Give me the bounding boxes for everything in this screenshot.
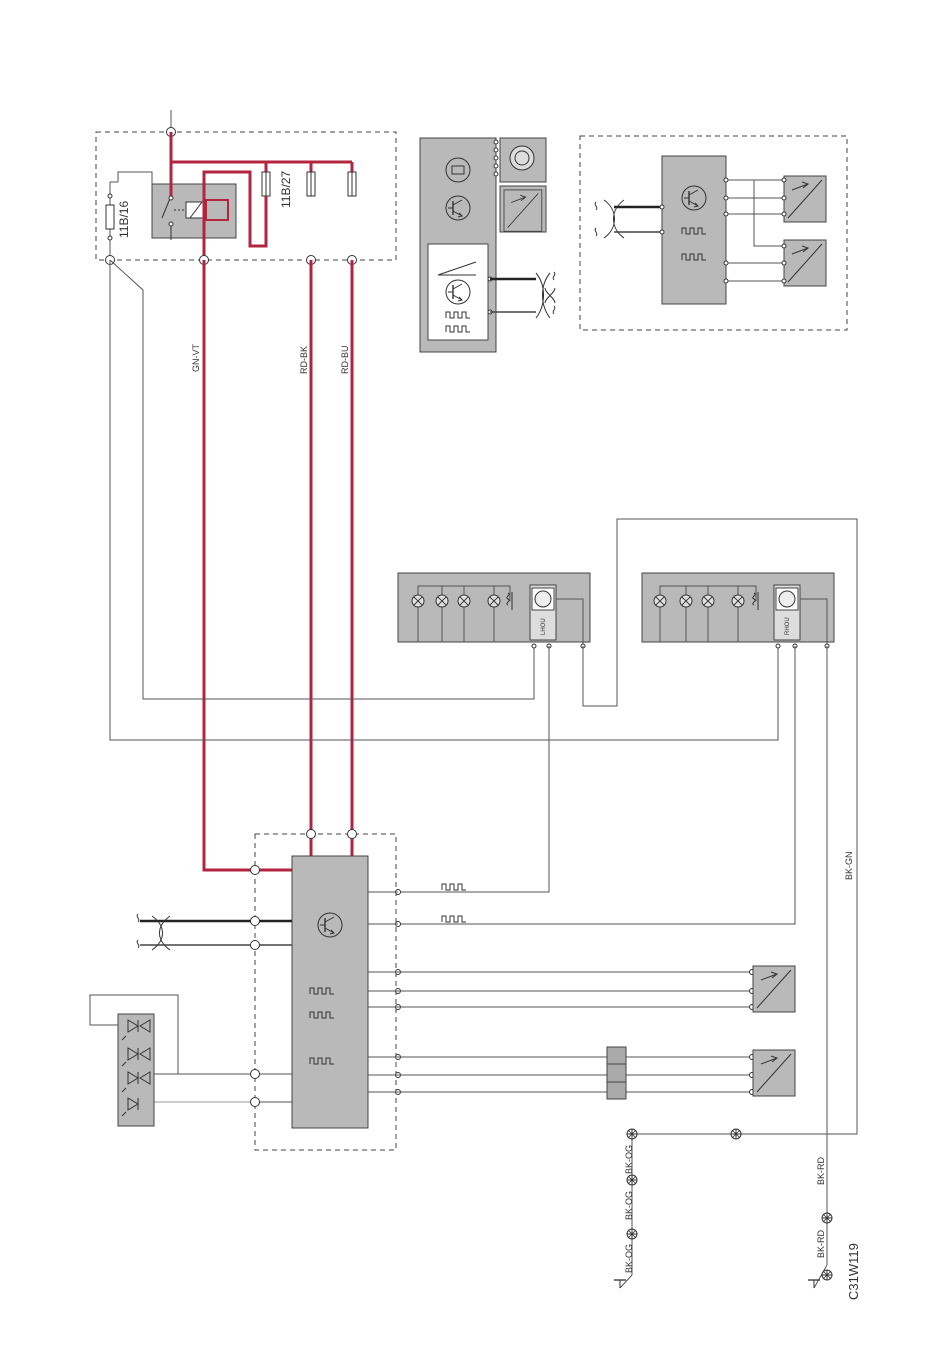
fuse-rd-bk [307,172,315,196]
wire-label-rd-bk: RD-BK [299,346,309,374]
wire-label-rd-bu: RD-BU [340,346,350,375]
wire-label-bk-og-2: BK-OG [624,1191,634,1220]
diagram-code: C31W119 [846,1243,861,1300]
top-right-module-group [580,136,847,330]
fuse-relay-box: 11B/16 11B/27 [96,110,396,265]
wire-label-gn-vt: GN-VT [191,344,201,373]
lamp-tag-lhou: LHOU [541,618,547,635]
lamp-unit-right: RHOU [642,573,834,648]
wire-label-bk-og-3: BK-OG [624,1244,634,1273]
wire-label-bk-og-1: BK-OG [624,1145,634,1174]
main-control-module [137,830,400,1151]
fuse-label-11b27: 11B/27 [279,171,293,208]
wire-label-bk-gn: BK-GN [844,851,854,880]
led-indicator-strip [90,995,178,1126]
lamp-unit-left: LHOU [398,573,590,648]
fuse-11b-16 [106,205,114,229]
wire-label-bk-rd-1: BK-RD [816,1156,826,1185]
legend-control-unit [420,138,555,352]
ground-harness: BK-OG BK-OG BK-OG BK-RD BK-RD [614,1129,832,1288]
lamp-tag-rhou: RHOU [785,617,791,635]
wire-label-bk-rd-2: BK-RD [816,1229,826,1258]
fuse-label-11b16: 11B/16 [117,201,131,238]
bottom-sensors [398,966,795,1099]
fuse-rd-bu [348,172,356,196]
fuse-11b-27 [262,172,270,196]
power-wires: GN-VT RD-BK RD-BU [191,260,352,870]
